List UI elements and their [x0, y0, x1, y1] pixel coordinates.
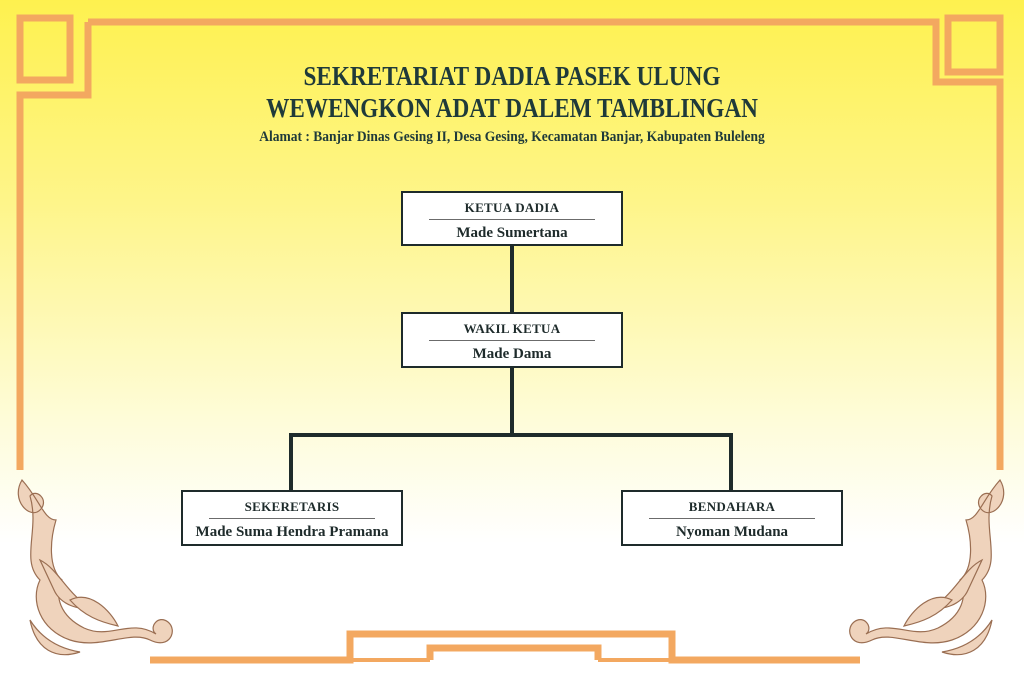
person-name: Nyoman Mudana — [675, 524, 789, 540]
role-label: BENDAHARA — [688, 499, 776, 514]
person-name: Made Sumertana — [456, 225, 568, 241]
person-name: Made Suma Hendra Pramana — [195, 524, 389, 540]
node-ketua-dadia: KETUA DADIA Made Sumertana — [401, 191, 623, 246]
divider — [429, 340, 595, 341]
role-label: WAKIL KETUA — [463, 321, 561, 336]
divider — [209, 518, 375, 519]
divider — [429, 219, 595, 220]
address-text: Alamat : Banjar Dinas Gesing II, Desa Ge… — [259, 129, 765, 145]
header: SEKRETARIAT DADIA PASEK ULUNG WEWENGKON … — [0, 60, 1024, 147]
role-label: KETUA DADIA — [464, 200, 560, 215]
node-bendahara: BENDAHARA Nyoman Mudana — [621, 490, 843, 546]
title-line-2: WEWENGKON ADAT DALEM TAMBLINGAN — [266, 93, 758, 123]
divider — [649, 518, 815, 519]
title-line-1: SEKRETARIAT DADIA PASEK ULUNG — [303, 61, 721, 91]
person-name: Made Dama — [472, 346, 552, 362]
node-sekretaris: SEKERETARIS Made Suma Hendra Pramana — [181, 490, 403, 546]
role-label: SEKERETARIS — [244, 499, 340, 514]
node-wakil-ketua: WAKIL KETUA Made Dama — [401, 312, 623, 368]
